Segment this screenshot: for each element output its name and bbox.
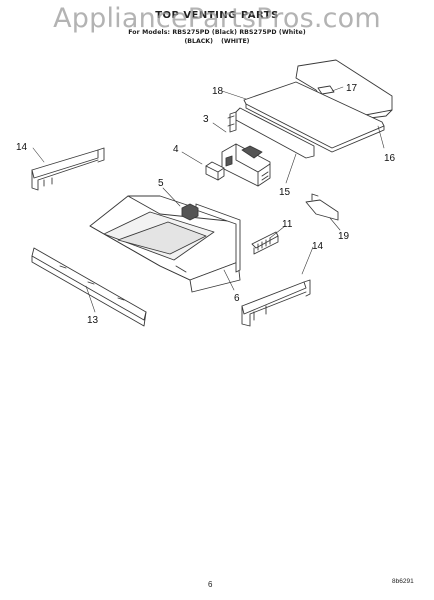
model-subtitle: For Models: RBS275PD (Black) RBS275PD (W… (128, 29, 306, 36)
finish-labels: (BLACK) (WHITE) (0, 38, 434, 45)
callout-18: 18 (212, 86, 224, 97)
callout-15: 15 (279, 187, 291, 198)
callout-13: 13 (87, 315, 99, 326)
part-14-left-bracket (31, 147, 105, 191)
part-4-filter-block (205, 161, 225, 181)
leader-lines (32, 86, 385, 313)
part-15-duct-channel (227, 107, 315, 159)
watermark: AppliancePartsPros.com (53, 3, 381, 34)
reference-number: 8b6291 (392, 578, 414, 585)
callout-17: 17 (346, 83, 358, 94)
callout-4: 4 (173, 144, 179, 155)
page-number: 6 (208, 580, 213, 589)
callout-16: 16 (384, 153, 396, 164)
part-13-front-rail (31, 247, 147, 327)
callout-11: 11 (282, 219, 293, 230)
callout-3: 3 (203, 114, 209, 125)
part-19-clip (305, 193, 339, 221)
part-18-vent-panel (243, 81, 385, 153)
part-5-switch (181, 203, 199, 221)
callout-14-right: 14 (312, 241, 324, 252)
diagram-title: TOP VENTING PARTS (155, 10, 279, 21)
callout-6: 6 (234, 293, 240, 304)
part-6-burner-box (89, 195, 241, 293)
callout-19: 19 (338, 231, 350, 242)
callout-14-left: 14 (16, 142, 28, 153)
part-3-blower-motor (221, 143, 271, 187)
callout-5: 5 (158, 178, 164, 189)
part-14-right-bracket (241, 279, 311, 327)
part-11-sensor-bracket (251, 231, 279, 255)
finish-black-label: (BLACK) (184, 38, 213, 45)
finish-white-label: (WHITE) (221, 38, 250, 45)
